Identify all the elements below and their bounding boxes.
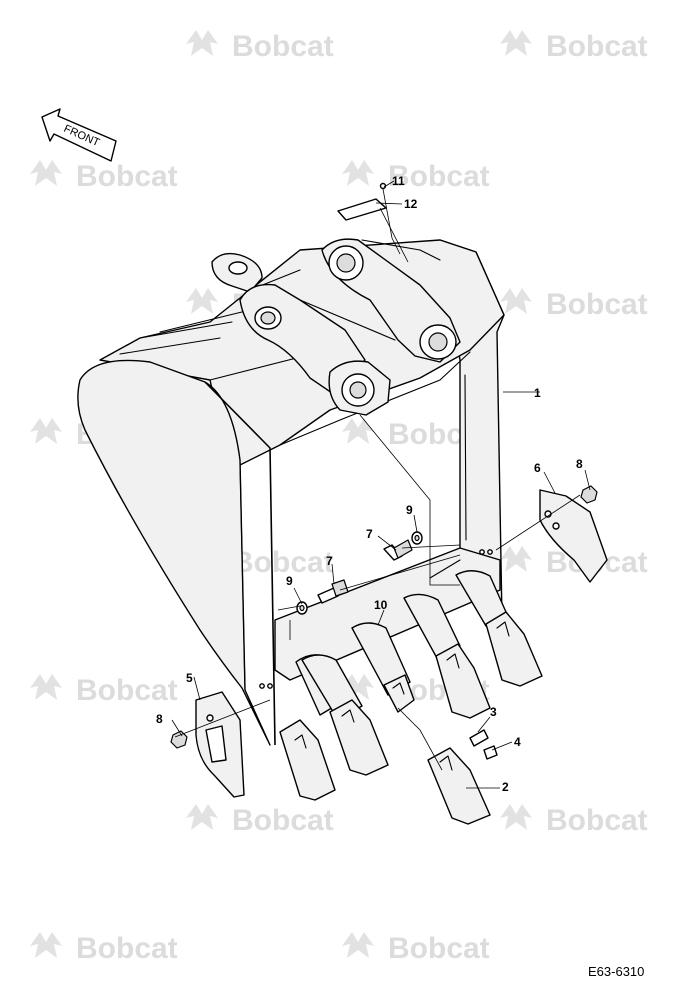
watermark-logo — [500, 288, 532, 314]
linkage-brackets — [211, 238, 461, 416]
callout-9-lower: 9 — [286, 574, 293, 588]
callout-12: 12 — [404, 197, 418, 211]
watermark-logo — [342, 932, 374, 958]
fasteners — [296, 531, 423, 615]
watermark-text: Bobcat — [76, 674, 178, 707]
watermark-logo — [500, 804, 532, 830]
tooth-retainer — [483, 745, 498, 760]
front-direction-arrow: FRONT — [41, 108, 117, 162]
watermark: Bobcat — [500, 804, 648, 837]
callout-11: 11 — [392, 174, 405, 188]
watermark-logo — [30, 418, 62, 444]
watermark: Bobcat — [342, 160, 490, 193]
bolt-upper — [383, 539, 413, 561]
watermark: Bobcat — [186, 30, 334, 63]
watermark-text: Bobcat — [232, 30, 334, 63]
watermark-text: Bobcat — [388, 160, 490, 193]
bolt-lower — [317, 579, 349, 604]
watermark-text: Bobcat — [388, 932, 490, 965]
watermark: Bobcat — [500, 288, 648, 321]
watermark: Bobcat — [500, 30, 648, 63]
watermark-text: Bobcat — [76, 932, 178, 965]
callout-3: 3 — [490, 705, 497, 719]
cover-plate — [337, 182, 387, 221]
tooth-3 — [351, 622, 415, 713]
side-shroud-right — [539, 485, 608, 583]
watermark-logo — [186, 30, 218, 56]
watermark-text: Bobcat — [232, 804, 334, 837]
tooth-2 — [301, 654, 389, 776]
watermark: Bobcat — [30, 160, 178, 193]
callout-8-left: 8 — [156, 712, 163, 726]
watermark-logo — [342, 160, 374, 186]
watermark-logo — [30, 932, 62, 958]
figure-code: E63-6310 — [588, 964, 644, 979]
watermark-logo — [500, 546, 532, 572]
watermark: Bobcat — [30, 932, 178, 965]
watermark-text: Bobcat — [232, 546, 334, 579]
callout-1: 1 — [534, 386, 541, 400]
watermark: Bobcat — [186, 546, 334, 579]
watermark: Bobcat — [186, 804, 334, 837]
watermark-text: Bobcat — [546, 804, 648, 837]
watermark: Bobcat — [342, 932, 490, 965]
tooth-pin — [469, 729, 489, 747]
callouts: 1 2 3 4 5 6 7 7 8 8 9 9 10 11 12 — [156, 174, 583, 794]
callout-4: 4 — [514, 735, 521, 749]
leader-lines — [171, 180, 591, 789]
watermark-text: Bobcat — [546, 288, 648, 321]
watermark-logo — [500, 30, 532, 56]
callout-10: 10 — [374, 598, 388, 612]
callout-8-right: 8 — [576, 457, 583, 471]
callout-7-upper: 7 — [366, 527, 373, 541]
watermark-logo — [342, 418, 374, 444]
side-shrouds — [170, 485, 608, 798]
watermark-logo — [186, 288, 218, 314]
callout-5: 5 — [186, 671, 193, 685]
bucket-teeth — [279, 570, 543, 825]
watermark-logo — [186, 804, 218, 830]
watermark-logo — [30, 160, 62, 186]
callout-6: 6 — [534, 461, 541, 475]
tooth-5 — [455, 570, 543, 687]
watermark-text: Bobcat — [546, 30, 648, 63]
callout-2: 2 — [502, 780, 509, 794]
watermark-text: Bobcat — [76, 160, 178, 193]
side-shroud-left — [170, 691, 245, 798]
callout-7-lower: 7 — [326, 554, 333, 568]
watermark: Bobcat — [30, 674, 178, 707]
watermark-logo — [30, 674, 62, 700]
callout-9-upper: 9 — [406, 503, 413, 517]
replacement-tooth — [427, 747, 491, 825]
tooth-4 — [403, 593, 491, 719]
